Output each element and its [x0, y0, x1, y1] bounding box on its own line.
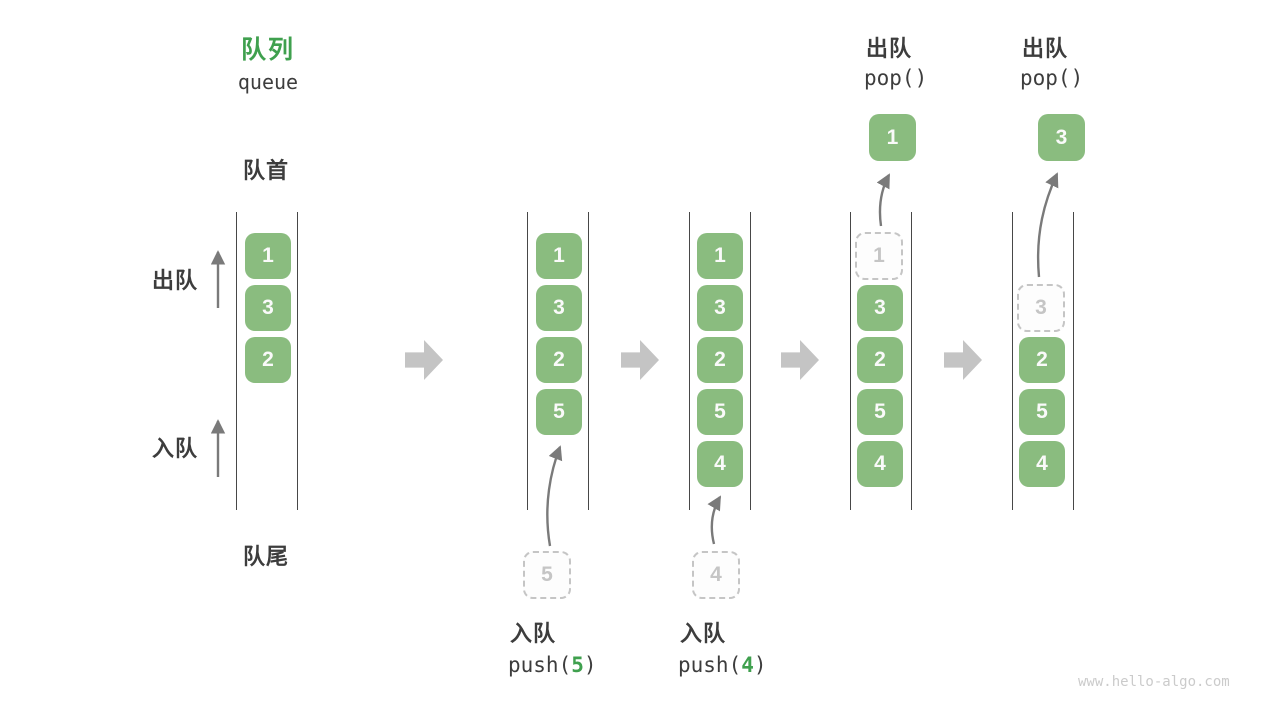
queue-cell: 5: [536, 389, 582, 435]
queue-cell: 3: [697, 285, 743, 331]
queue-cell-ghost: 3: [1017, 284, 1065, 332]
push-code-close: ): [583, 653, 597, 677]
queue-cell: 2: [697, 337, 743, 383]
push-source-cell-ghost: 4: [692, 551, 740, 599]
label-dequeue-side: 出队: [152, 268, 199, 293]
queue-cell: 2: [1019, 337, 1065, 383]
queue-cell: 4: [697, 441, 743, 487]
push-code-open: push(: [678, 653, 742, 677]
queue-cell: 2: [245, 337, 291, 383]
pop-op-label: 出队: [1022, 36, 1069, 61]
push-op-code: push(5): [508, 653, 597, 677]
queue-channel: [1012, 212, 1074, 510]
label-queue-front: 队首: [243, 158, 290, 183]
queue-cell: 5: [697, 389, 743, 435]
next-step-arrow-icon: [944, 340, 982, 380]
push-code-close: ): [753, 653, 767, 677]
pop-op-label: 出队: [866, 36, 913, 61]
queue-cell: 1: [245, 233, 291, 279]
pop-op-code: pop(): [864, 66, 928, 90]
push-code-arg: 5: [571, 653, 584, 677]
queue-channel: [850, 212, 912, 510]
label-enqueue-side: 入队: [152, 436, 199, 461]
queue-cell: 2: [536, 337, 582, 383]
popped-cell: 1: [869, 114, 916, 161]
push-code-open: push(: [508, 653, 572, 677]
push-source-cell-ghost: 5: [523, 551, 571, 599]
queue-cell: 3: [536, 285, 582, 331]
queue-cell: 2: [857, 337, 903, 383]
push-code-arg: 4: [741, 653, 754, 677]
page-title: 队列: [240, 36, 295, 64]
watermark: www.hello-algo.com: [1078, 674, 1230, 690]
queue-cell: 4: [1019, 441, 1065, 487]
push-op-label: 入队: [510, 621, 557, 646]
queue-channel: [689, 212, 751, 510]
label-queue-rear: 队尾: [243, 544, 290, 569]
queue-cell: 1: [536, 233, 582, 279]
push-op-label: 入队: [680, 621, 727, 646]
queue-cell: 5: [1019, 389, 1065, 435]
next-step-arrow-icon: [621, 340, 659, 380]
popped-cell: 3: [1038, 114, 1085, 161]
next-step-arrow-icon: [781, 340, 819, 380]
queue-cell: 3: [245, 285, 291, 331]
pop-op-code: pop(): [1020, 66, 1084, 90]
queue-channel: [236, 212, 298, 510]
queue-cell: 1: [697, 233, 743, 279]
next-step-arrow-icon: [405, 340, 443, 380]
push-op-code: push(4): [678, 653, 767, 677]
queue-cell: 3: [857, 285, 903, 331]
queue-cell: 5: [857, 389, 903, 435]
queue-channel: [527, 212, 589, 510]
queue-cell: 4: [857, 441, 903, 487]
queue-cell-ghost: 1: [855, 232, 903, 280]
page-subtitle: queue: [237, 70, 299, 94]
